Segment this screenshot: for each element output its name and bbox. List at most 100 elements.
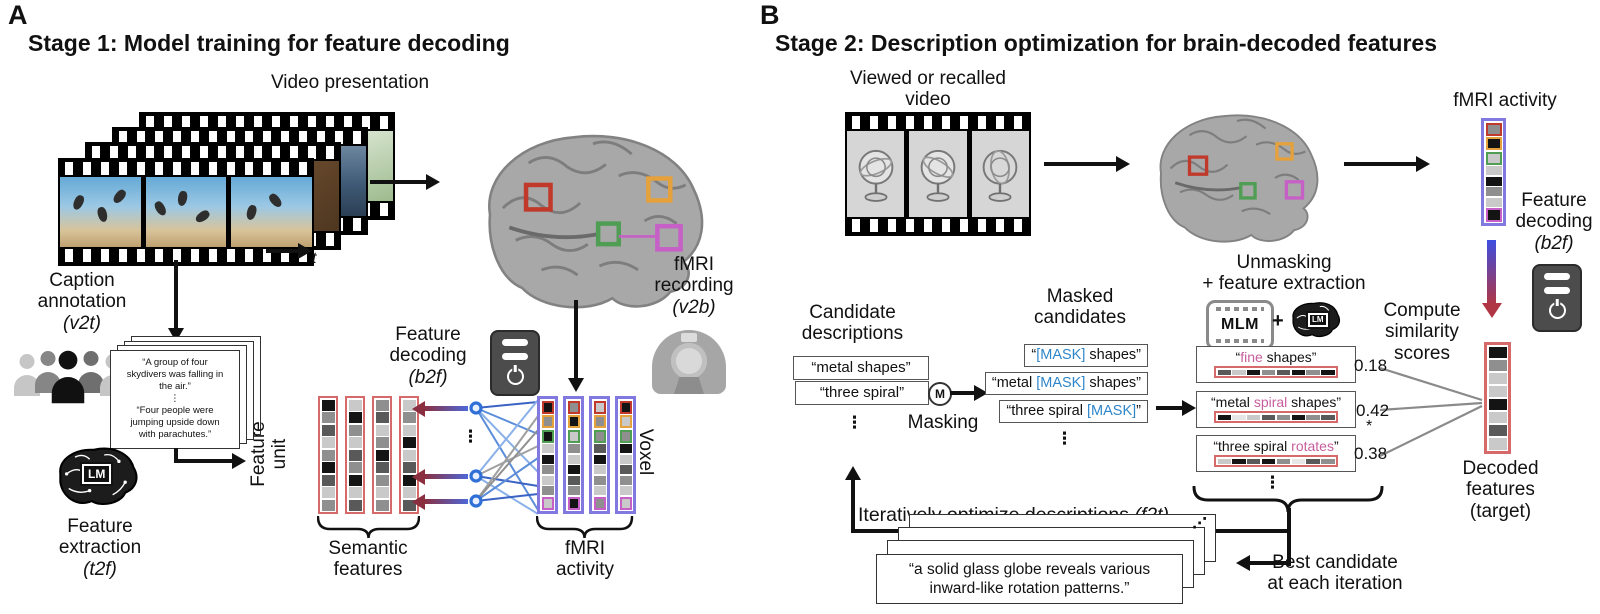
grid-cell [1217,369,1231,375]
grid-cell [541,444,554,453]
caption-text-1: “A group of four skydivers was falling i… [126,357,224,393]
feature-decoding-label-b: Feature decoding (b2f) [1515,190,1593,254]
arrow-brain-to-fmri-head [568,378,584,392]
roi-marker-orange [646,176,673,203]
language-model-brain-icon-small: LM [1288,298,1344,344]
similarity-fan-lines [1379,366,1483,457]
grid-cell [567,454,580,464]
grid-cell [619,444,632,453]
grid-cell [1321,458,1335,464]
video-film-stack [58,112,398,266]
grid-cell [375,462,389,473]
grid-cell [567,486,580,495]
grid-cell [1217,414,1231,420]
mask-token: [MASK] [1087,403,1137,419]
grid-cell [619,400,632,414]
semantic-feature-column [372,396,392,514]
mlm-icon: MLM [1206,300,1274,350]
masked-candidate-box: “metal [MASK] shapes” [984,372,1148,395]
grid-cell [375,424,389,436]
connector-captions-to-features-h [174,459,234,463]
grid-cell [348,399,362,411]
unmasking-label: Unmasking + feature extraction [1202,252,1366,295]
grid-cell [619,486,632,495]
grid-cell [1261,458,1276,464]
caption-text-2: “Four people were jumping upside down wi… [130,404,220,440]
similarity-score: 0.18 [1354,356,1388,375]
gyroscope-frame [971,131,1029,217]
gyroscope-frame [847,131,905,217]
grid-cell [619,475,632,485]
network-node [469,494,483,508]
decoded-features-label: Decoded features (target) [1462,458,1539,522]
result-box: “three spiral rotates” [1196,435,1356,472]
language-model-brain-icon: LM [52,440,144,514]
panel-a-title: Stage 1: Model training for feature deco… [28,30,510,56]
unmasked-word: spiral [1253,394,1288,410]
grid-cell [1276,369,1291,375]
decoding-gradient-arrow [1481,240,1502,318]
grid-cell [619,465,632,474]
roi-marker-orange [1275,142,1294,161]
arrow-video-to-brain-b [1044,162,1118,166]
masked-dots: ⋮ [1056,429,1073,448]
grid-cell [1276,458,1291,464]
grid-cell [567,444,580,453]
grid-cell [593,475,606,485]
feature-strip [1214,366,1338,378]
grid-cell [541,486,554,495]
semantic-features-grid [318,396,419,514]
fmri-recording-label: fMRI recording (v2b) [654,254,734,318]
similarity-score: 0.38 [1354,444,1388,463]
grid-cell [402,462,416,473]
grid-cell [375,412,389,423]
unmasked-word: rotates [1291,438,1334,454]
grid-cell [541,475,554,485]
semantic-feature-column [399,396,419,514]
panel-b-label: B [760,0,780,30]
grid-cell [1291,369,1305,375]
grid-cell [348,499,362,511]
grid-cell [593,496,606,510]
feature-decoding-abbr-a: (b2f) [408,366,448,388]
grid-cell [402,487,416,498]
grid-cell [619,429,632,443]
film-sprockets [847,217,1029,234]
grid-cell [1485,197,1502,207]
skydiver-frame [231,177,313,247]
masked-candidate-box: “three spiral [MASK]” [999,400,1148,423]
grid-cell [375,399,389,411]
results-dots: ⋮ [1264,473,1281,492]
arrow-brain-to-fmri [574,300,578,380]
grid-cell [402,474,416,486]
feature-extraction-label: Feature extraction (t2f) [58,516,142,580]
mask-token: [MASK] [1036,347,1086,363]
voxel-axis-label: Voxel [635,428,656,476]
power-icon [1548,302,1566,319]
compute-similarity-label: Compute similarity scores [1383,300,1461,364]
best-candidate-card-stack: “a solid glass globe reveals various inw… [876,514,1221,610]
grid-cell [541,415,554,428]
grid-cell [619,454,632,464]
grid-cell [321,487,335,498]
grid-cell [593,415,606,428]
masked-candidates-label: Masked candidates [1034,286,1126,329]
grid-cell [1232,369,1246,375]
decode-arrow [412,469,468,484]
grid-cell [1488,359,1507,372]
brace-down-line [1287,508,1291,566]
arrow-brain-to-activity-head [1416,156,1430,172]
grid-cell [375,487,389,498]
voxel-column [615,396,636,514]
grid-cell [348,412,362,423]
grid-cell [541,454,554,464]
panel-a-label: A [8,0,28,30]
roi-marker-red [1187,155,1209,176]
fmri-recording-abbr: (v2b) [672,296,716,318]
grid-cell [402,449,416,461]
grid-cell [375,449,389,461]
grid-cell [541,429,554,443]
computer-icon-a [490,330,540,396]
grid-cell [321,437,335,448]
score-asterisk: * [1366,418,1373,435]
